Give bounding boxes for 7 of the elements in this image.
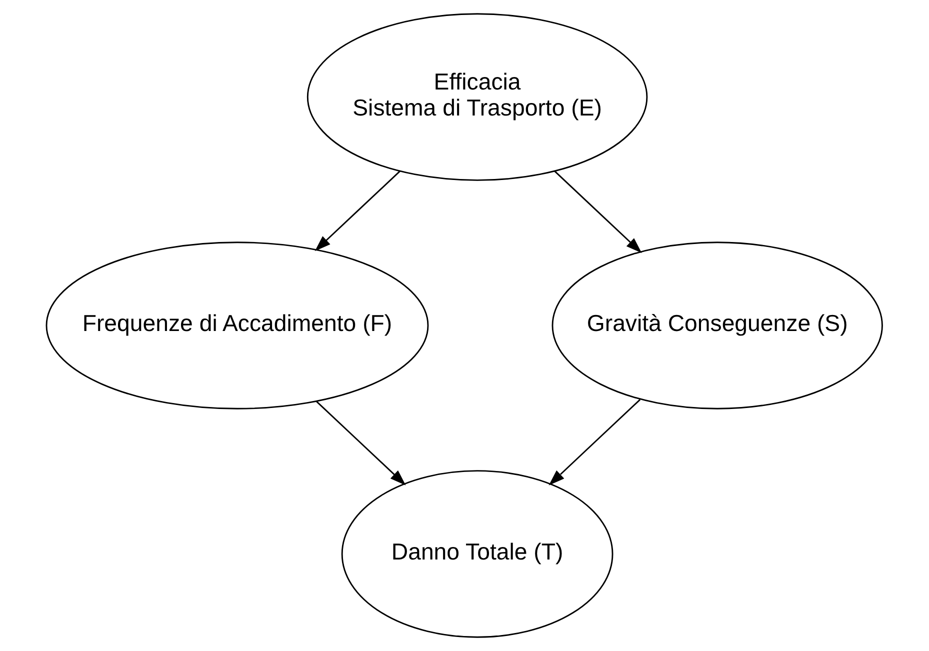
arrow [316, 400, 406, 486]
arrow [548, 399, 641, 486]
node-ellipse: Frequenze di Accadimento (F) [46, 242, 429, 410]
node-ellipse: Efficacia Sistema di Trasporto (E) [306, 13, 648, 181]
arrow [554, 170, 642, 254]
arrow [314, 170, 401, 252]
node-ellipse: Gravità Conseguenze (S) [552, 242, 883, 410]
